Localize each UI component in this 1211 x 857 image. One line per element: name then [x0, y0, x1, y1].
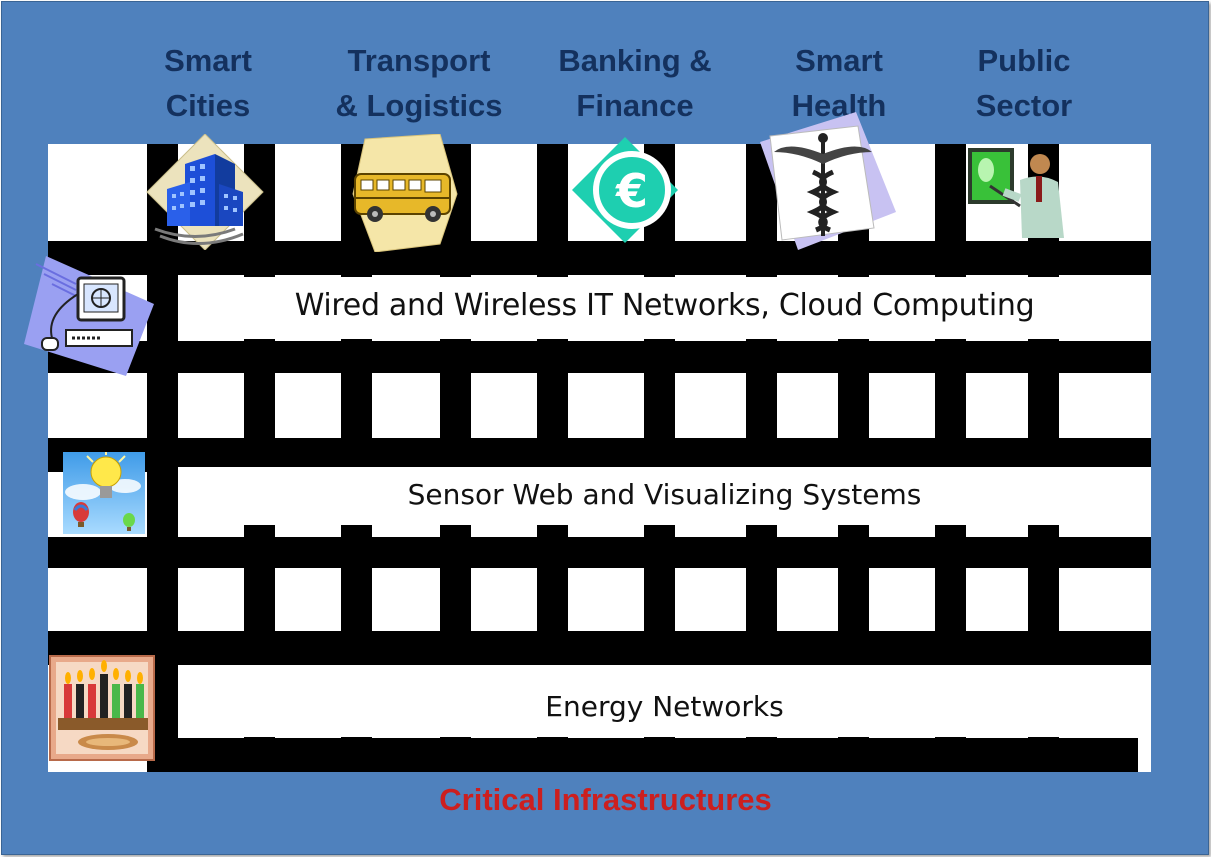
grid-beam: [48, 241, 1151, 275]
candles-icon: [49, 655, 155, 761]
infrastructure-grid: Wired and Wireless IT Networks, Cloud Co…: [48, 144, 1151, 772]
sector-label-transport: Transport& Logistics: [335, 43, 503, 123]
grid-beam: [48, 631, 1151, 665]
caduceus-icon: [760, 112, 896, 250]
presenter-icon: [968, 148, 1064, 238]
office-buildings-icon: [146, 134, 264, 250]
layer-energy: Energy Networks: [178, 665, 1151, 737]
svg-text:€: €: [615, 164, 648, 218]
grid-beam: [48, 537, 1151, 568]
layer-it-networks-label: Wired and Wireless IT Networks, Cloud Co…: [294, 288, 1035, 323]
layer-it-networks: Wired and Wireless IT Networks, Cloud Co…: [178, 277, 1151, 339]
footer-title: Critical Infrastructures: [439, 782, 772, 817]
grid-beam: [168, 738, 1138, 772]
layer-sensor-web-label: Sensor Web and Visualizing Systems: [407, 478, 922, 511]
sector-label-banking: Banking &Finance: [558, 43, 712, 123]
euro-icon: €: [572, 137, 678, 243]
grid-beam: [48, 438, 1151, 472]
layer-sensor-web: Sensor Web and Visualizing Systems: [178, 467, 1151, 525]
lightbulb-balloons-icon: [63, 452, 145, 534]
grid-beam: [48, 341, 1151, 373]
school-bus-icon: [352, 134, 458, 252]
layer-energy-label: Energy Networks: [545, 690, 784, 723]
computer-network-icon: [24, 256, 154, 376]
